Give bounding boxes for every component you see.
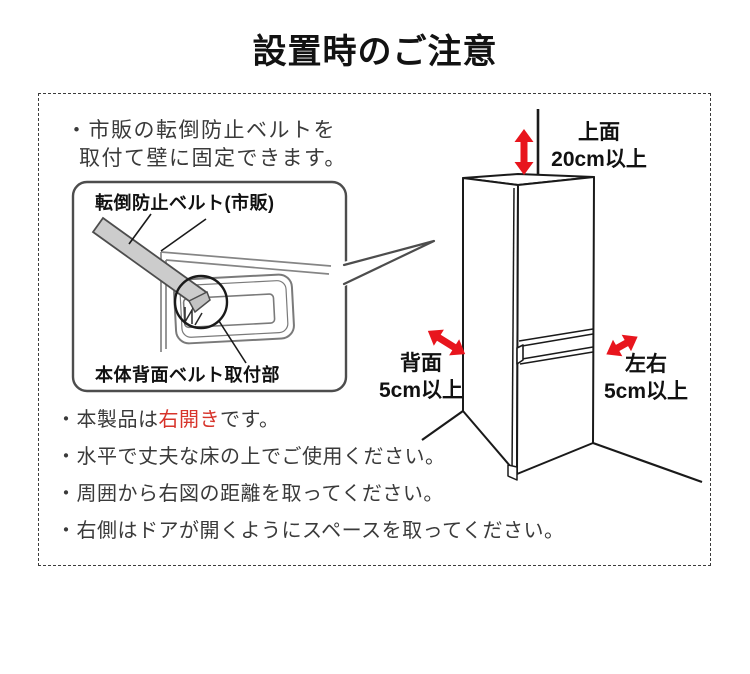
leader-lines: [128, 213, 247, 364]
detail-circle: [173, 274, 229, 330]
clearance-sides-label: 左右: [625, 353, 667, 376]
intro-line-1: ・市販の転倒防止ベルトを: [66, 119, 336, 142]
floor-lines: [421, 410, 703, 484]
fridge-illustration: [462, 173, 595, 481]
note-keep-distance: ・周囲から右図の距離を取ってください。: [56, 483, 444, 505]
fridge-foot: [507, 464, 518, 481]
back-clearance-arrow: [427, 329, 466, 356]
clearance-sides: 左右 5cm以上: [594, 351, 698, 405]
page-title: 設置時のご注意: [252, 33, 498, 71]
note-level-floor: ・水平で丈夫な床の上でご使用ください。: [56, 446, 446, 468]
note-door-prefix: ・本製品は: [56, 409, 159, 431]
side-clearance-arrow: [606, 334, 638, 357]
clearance-top-label: 上面: [578, 121, 620, 144]
clearance-sides-value: 5cm以上: [603, 380, 689, 403]
note-door-opening: ・本製品は右開きです。: [56, 402, 565, 439]
notice-panel: ・市販の転倒防止ベルトを 取付て壁に固定できます。 転倒防止ベルト(市販) 本体…: [38, 93, 711, 566]
note-door-highlight: 右開き: [158, 409, 220, 431]
intro-note: ・市販の転倒防止ベルトを 取付て壁に固定できます。: [66, 117, 347, 173]
belt-end-flap: [187, 290, 211, 314]
clearance-back: 背面 5cm以上: [369, 350, 473, 404]
notes-list: ・本製品は右開きです。 ・水平で丈夫な床の上でご使用ください。 ・周囲から右図の…: [56, 402, 565, 550]
clearance-back-label: 背面: [400, 352, 442, 375]
installation-diagram: [71, 109, 703, 484]
callout-diagram: [91, 213, 332, 364]
belt-threading-marks: [184, 307, 203, 326]
belt-label: 転倒防止ベルト(市販): [95, 193, 275, 213]
attachment-label: 本体背面ベルト取付部: [95, 365, 280, 385]
fridge-door-handle: [516, 328, 594, 365]
note-door-space: ・右側はドアが開くようにスペースを取ってください。: [56, 520, 565, 542]
clearance-top-value: 20cm以上: [551, 148, 647, 171]
clearance-back-value: 5cm以上: [378, 379, 464, 402]
clearance-top: 上面 20cm以上: [519, 119, 679, 173]
note-door-suffix: です。: [220, 409, 280, 431]
intro-line-2: 取付て壁に固定できます。: [79, 147, 347, 170]
top-clearance-arrow: [514, 129, 534, 175]
clearance-arrows: [427, 129, 638, 357]
